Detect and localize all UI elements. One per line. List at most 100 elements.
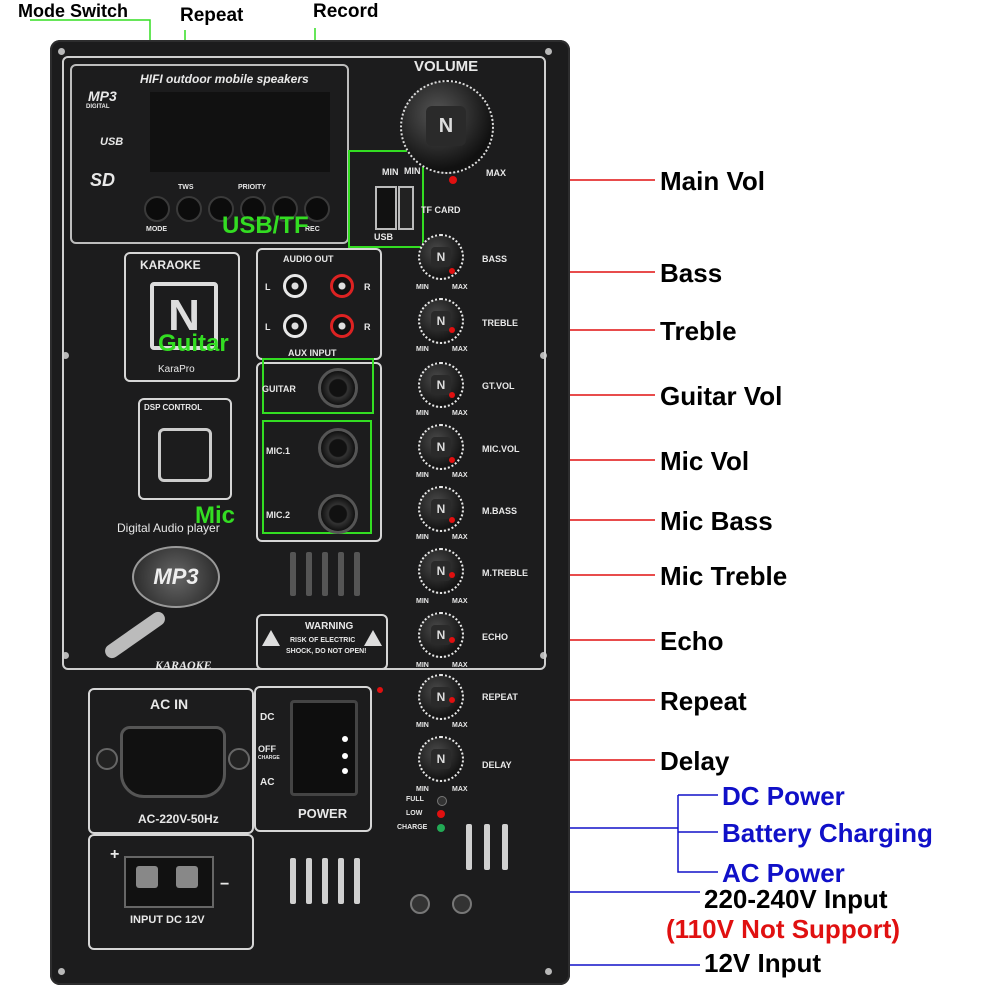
knob-max-mtreble: MAX (452, 598, 468, 605)
next-button[interactable] (272, 196, 298, 222)
aux-in-r-jack[interactable] (330, 314, 354, 338)
marker-gtvol (449, 392, 455, 398)
audio-out-r-jack[interactable] (330, 274, 354, 298)
vent (466, 824, 472, 870)
dc-terminal-screw-positive (136, 866, 158, 888)
record-button[interactable] (304, 196, 330, 222)
warning-box (256, 614, 388, 670)
screw (58, 48, 65, 55)
r-label-2: R (364, 322, 371, 332)
ac-power-socket[interactable] (120, 726, 226, 798)
guitar-vol-knob[interactable]: N (418, 362, 464, 408)
marker-mtreble (449, 572, 455, 578)
vent (354, 858, 360, 904)
karaoke-title: KARAOKE (140, 258, 201, 272)
callout-battery-charging: Battery Charging (722, 818, 933, 848)
delay-knob[interactable]: N (418, 736, 464, 782)
knob-label-mtreble: M.TREBLE (482, 568, 528, 578)
karaoke-script: KARAOKE (155, 658, 212, 672)
warning-triangle-icon (262, 630, 280, 646)
volume-min-label: MIN (404, 166, 421, 176)
label-usb-tf: USB/TF (222, 212, 309, 239)
screw (62, 652, 69, 659)
callout-dc-power: DC Power (722, 781, 845, 811)
mount-bolt (410, 894, 430, 914)
usb-min-label: MIN (382, 167, 399, 177)
audio-out-l-jack[interactable] (283, 274, 307, 298)
switch-dot-off (342, 753, 348, 759)
screw (62, 352, 69, 359)
knob-max-treble: MAX (452, 346, 468, 353)
guitar-jack[interactable] (318, 368, 358, 408)
mic-highlight (262, 420, 372, 534)
mic1-jack[interactable] (318, 428, 358, 468)
mic-bass-knob[interactable]: N (418, 486, 464, 532)
guitar-highlight (262, 358, 374, 414)
mp3-globe-logo: MP3 (132, 546, 220, 608)
brand-n-logo: N (150, 282, 218, 350)
usb-port[interactable] (375, 186, 397, 230)
mode-label: MODE (146, 226, 167, 233)
volume-max-label: MAX (486, 168, 506, 178)
input-dc-label: INPUT DC 12V (130, 914, 205, 926)
mic2-jack[interactable] (318, 494, 358, 534)
switch-dot-ac (342, 768, 348, 774)
dsp-control-label: DSP CONTROL (144, 403, 203, 412)
knob-label-mbass: M.BASS (482, 506, 518, 516)
bass-knob[interactable]: N (418, 234, 464, 280)
knob-min-delay: MIN (416, 786, 429, 793)
screw (540, 652, 547, 659)
l-label-1: L (265, 282, 271, 292)
ac-socket-mount-left (96, 748, 118, 770)
plus-label: + (110, 846, 120, 863)
tws-label: TWS (178, 184, 194, 191)
callout-110v-warning: (110V Not Support) (666, 914, 901, 944)
knob-label-treble: TREBLE (482, 318, 518, 328)
callout-mic-vol: Mic Vol (660, 446, 750, 476)
label-mic: Mic (195, 502, 236, 529)
treble-knob[interactable]: N (418, 298, 464, 344)
audio-out-box (256, 248, 382, 360)
callout-dc-input: 12V Input (704, 948, 822, 978)
dsp-control-box (138, 398, 232, 500)
sd-logo: SD (90, 170, 116, 190)
tf-card-label: TF CARD (421, 205, 461, 215)
knob-min-treble: MIN (416, 346, 429, 353)
knob-max-bass: MAX (452, 284, 468, 291)
vent (322, 552, 328, 596)
play-button[interactable] (240, 196, 266, 222)
lcd-display (150, 92, 330, 172)
main-volume-cap: N (426, 106, 466, 146)
tf-card-slot[interactable] (398, 186, 414, 230)
callout-ac-power: AC Power (722, 858, 845, 888)
ac-switch-label: AC (260, 777, 275, 788)
mic-vol-knob[interactable]: N (418, 424, 464, 470)
label-guitar: Guitar (158, 330, 229, 357)
main-vol-marker (449, 176, 457, 184)
marker-echo (449, 637, 455, 643)
repeat-button[interactable] (176, 196, 202, 222)
vent (338, 858, 344, 904)
mode-button[interactable] (144, 196, 170, 222)
knob-label-echo: ECHO (482, 632, 509, 642)
aux-in-l-jack[interactable] (283, 314, 307, 338)
priority-label: PRIOITY (238, 184, 267, 191)
marker-delay (377, 687, 383, 693)
main-volume-knob[interactable]: N (400, 80, 494, 174)
callout-treble: Treble (660, 316, 737, 346)
repeat-knob[interactable]: N (418, 674, 464, 720)
echo-knob[interactable]: N (418, 612, 464, 658)
karaoke-logo-box (124, 252, 240, 382)
knob-min-repeat: MIN (416, 722, 429, 729)
power-rocker-switch[interactable] (290, 700, 358, 796)
mount-bolt (452, 894, 472, 914)
dc-input-box (88, 834, 254, 950)
callout-guitar-vol: Guitar Vol (660, 381, 783, 411)
callout-ac-input: 220-240V Input (704, 884, 888, 914)
knob-min-mbass: MIN (416, 534, 429, 541)
charge-switch-label: CHARGE (258, 755, 280, 761)
prev-button[interactable] (208, 196, 234, 222)
low-led-label: LOW (406, 810, 423, 817)
mic-treble-knob[interactable]: N (418, 548, 464, 594)
vent (290, 552, 296, 596)
